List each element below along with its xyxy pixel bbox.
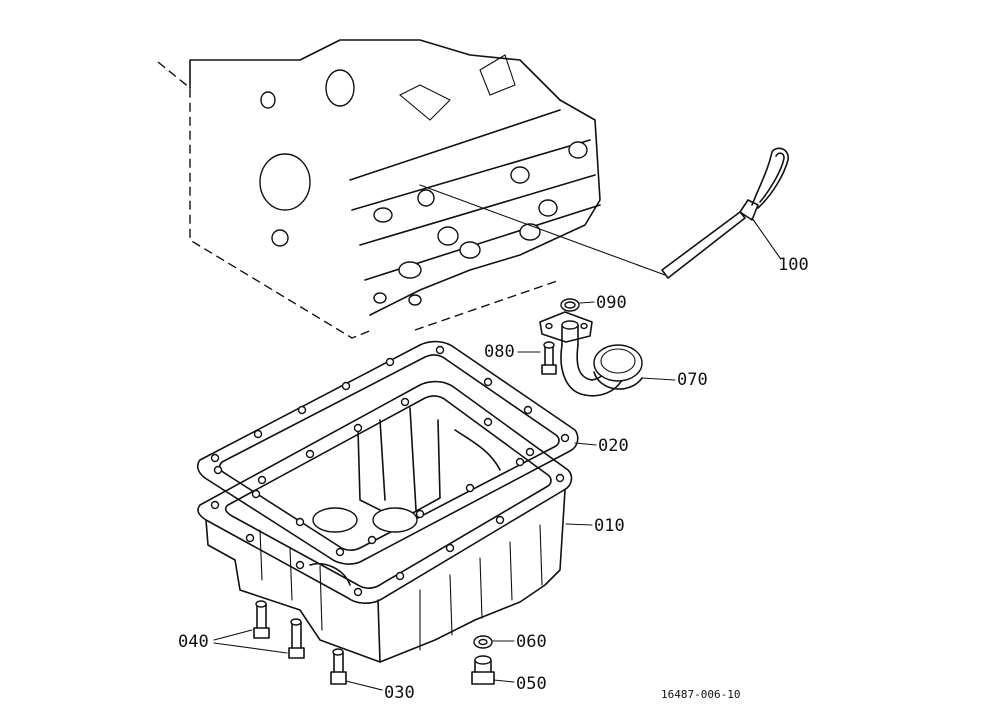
callout-040: 040: [178, 632, 209, 652]
bolts-long: [213, 600, 305, 659]
dipstick: [419, 147, 789, 279]
pan-flange-holes: [210, 397, 565, 597]
oil-pan: [197, 380, 593, 663]
oil-pan-gasket: [196, 340, 597, 565]
o-ring: [560, 298, 595, 312]
callout-060: 060: [516, 632, 547, 652]
bolt-small: [517, 341, 557, 375]
gasket-holes: [210, 345, 570, 557]
callout-100: 100: [778, 255, 809, 275]
callout-020: 020: [598, 436, 629, 456]
drain-washer: [473, 635, 515, 649]
bolt-short: [330, 648, 383, 691]
callout-070: 070: [677, 370, 708, 390]
callout-050: 050: [516, 674, 547, 694]
callout-030: 030: [384, 683, 415, 703]
callout-080: 080: [484, 342, 515, 362]
oil-strainer: [539, 311, 676, 397]
drain-plug: [471, 655, 515, 685]
callout-010: 010: [594, 516, 625, 536]
callout-090: 090: [596, 293, 627, 313]
diagram-code: 16487-006-10: [661, 688, 740, 701]
engine-block: [157, 39, 601, 339]
